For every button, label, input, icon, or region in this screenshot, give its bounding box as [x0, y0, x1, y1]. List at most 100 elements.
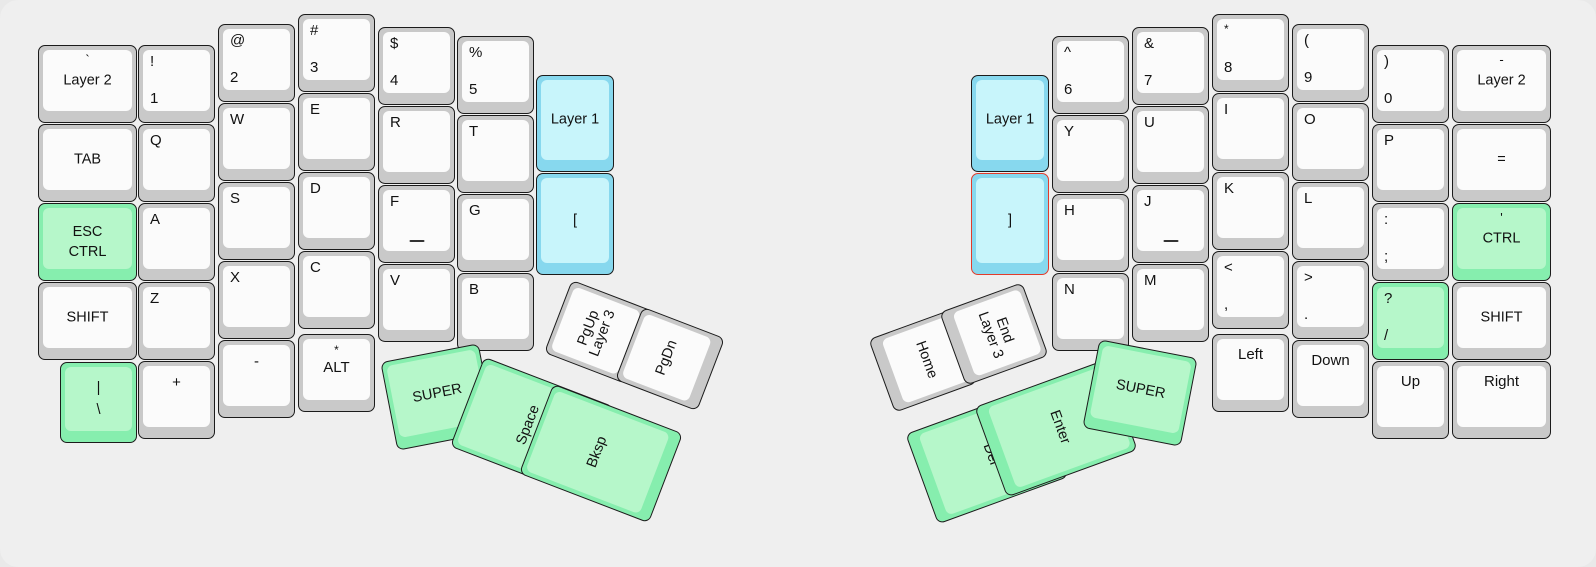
key-n[interactable]: N [1052, 273, 1129, 351]
key-b[interactable]: B [457, 273, 534, 351]
key-slash-question[interactable]: ? / [1372, 282, 1449, 360]
key-legend-main: 6 [1064, 81, 1073, 99]
key-m[interactable]: M [1132, 264, 1209, 342]
key-legend-top: : [1384, 211, 1389, 228]
key-q[interactable]: Q [138, 124, 215, 202]
key-period-greater[interactable]: > . [1292, 261, 1369, 339]
key-legend-main: Home [912, 338, 941, 381]
keycap: W [223, 108, 290, 169]
key-s[interactable]: S [218, 182, 295, 260]
key-legend-main: Right [1483, 373, 1520, 390]
key-layer2-left[interactable]: ` Layer 2 [38, 45, 137, 123]
key-legend-main: 7 [1144, 72, 1153, 90]
key-legend-main: O [1304, 111, 1316, 128]
key-6-caret[interactable]: ^ 6 [1052, 36, 1129, 114]
key-layer2-right[interactable]: - Layer 2 [1452, 45, 1551, 123]
key-pipe-backslash[interactable]: | \ [60, 362, 137, 443]
key-layer1-left[interactable]: Layer 1 [536, 75, 614, 172]
keycap: - [223, 345, 290, 406]
key-legend-top: ! [150, 53, 155, 70]
key-legend-main: - [254, 353, 259, 370]
keycap: Bksp [525, 390, 671, 515]
key-bracket-right[interactable]: ] [971, 173, 1049, 275]
key-ctrl-right[interactable]: ' CTRL [1452, 203, 1551, 281]
key-w[interactable]: W [218, 103, 295, 181]
keycap: ) 0 [1377, 50, 1444, 111]
key-c[interactable]: C [298, 251, 375, 329]
key-l[interactable]: L [1292, 182, 1369, 260]
key-left-arrow[interactable]: Left [1212, 334, 1289, 412]
key-layer1-right[interactable]: Layer 1 [971, 75, 1049, 172]
key-v[interactable]: V [378, 264, 455, 342]
key-g[interactable]: G [457, 194, 534, 272]
key-2-at[interactable]: @ 2 [218, 24, 295, 102]
key-d[interactable]: D [298, 172, 375, 250]
keycap: H [1057, 199, 1124, 260]
key-legend-main: T [469, 123, 479, 140]
key-a[interactable]: A [138, 203, 215, 281]
key-legend-main: End Layer 3 [974, 309, 1017, 361]
keycap: O [1297, 108, 1364, 169]
key-i[interactable]: I [1212, 93, 1289, 171]
key-5-percent[interactable]: % 5 [457, 36, 534, 114]
key-super-right[interactable]: SUPER [1082, 339, 1198, 447]
keycap: Z [143, 287, 210, 348]
keycap: N [1057, 278, 1124, 339]
key-tab[interactable]: TAB [38, 124, 137, 202]
key-r[interactable]: R [378, 106, 455, 184]
key-shift-right[interactable]: SHIFT [1452, 282, 1551, 360]
key-legend-main: L [1304, 190, 1313, 207]
keycap: Y [1057, 120, 1124, 181]
key-1-exclaim[interactable]: ! 1 [138, 45, 215, 123]
key-up-arrow[interactable]: Up [1372, 361, 1449, 439]
key-right-arrow[interactable]: Right [1452, 361, 1551, 439]
key-semicolon-colon[interactable]: : ; [1372, 203, 1449, 281]
keycap: S [223, 187, 290, 248]
keycap: Layer 1 [976, 80, 1044, 160]
key-y[interactable]: Y [1052, 115, 1129, 193]
key-alt-left[interactable]: * ALT [298, 334, 375, 412]
key-minus-left[interactable]: - [218, 340, 295, 418]
key-legend-main: ; [1384, 248, 1389, 266]
key-legend-main: ] [1007, 211, 1013, 228]
key-legend-top: % [469, 44, 483, 61]
key-plus[interactable]: + [138, 361, 215, 439]
keycap: ESC CTRL [43, 208, 132, 269]
keycap: M [1137, 269, 1204, 330]
key-u[interactable]: U [1132, 106, 1209, 184]
key-k[interactable]: K [1212, 172, 1289, 250]
key-9-lparen[interactable]: ( 9 [1292, 24, 1369, 102]
key-legend-main: + [172, 374, 181, 391]
key-e[interactable]: E [298, 93, 375, 171]
key-equals[interactable]: = [1452, 124, 1551, 202]
key-z[interactable]: Z [138, 282, 215, 360]
key-legend-main: PgDn [652, 337, 681, 378]
key-shift-left[interactable]: SHIFT [38, 282, 137, 360]
key-legend-main: R [390, 114, 401, 131]
key-legend-main: / [1384, 327, 1389, 345]
key-3-hash[interactable]: # 3 [298, 14, 375, 92]
key-down-arrow[interactable]: Down [1292, 340, 1369, 418]
key-0-rparen[interactable]: ) 0 [1372, 45, 1449, 123]
keycap: Right [1457, 366, 1546, 427]
key-4-dollar[interactable]: $ 4 [378, 27, 455, 105]
key-esc-ctrl[interactable]: ESC CTRL [38, 203, 137, 281]
key-8-asterisk[interactable]: * 8 [1212, 14, 1289, 92]
key-h[interactable]: H [1052, 194, 1129, 272]
key-legend-main: , [1224, 296, 1229, 314]
key-t[interactable]: T [457, 115, 534, 193]
keycap: ` Layer 2 [43, 50, 132, 111]
key-x[interactable]: X [218, 261, 295, 339]
key-legend-main: 8 [1224, 59, 1233, 77]
key-bracket-left[interactable]: [ [536, 173, 614, 275]
key-7-ampersand[interactable]: & 7 [1132, 27, 1209, 105]
keycap: @ 2 [223, 29, 290, 90]
key-j[interactable]: J [1132, 185, 1209, 263]
key-f[interactable]: F [378, 185, 455, 263]
key-comma-less[interactable]: < , [1212, 251, 1289, 329]
key-legend-main: [ [572, 211, 578, 228]
key-legend-top: ` [85, 52, 90, 67]
key-p[interactable]: P [1372, 124, 1449, 202]
key-o[interactable]: O [1292, 103, 1369, 181]
key-legend-main: Down [1311, 352, 1350, 369]
